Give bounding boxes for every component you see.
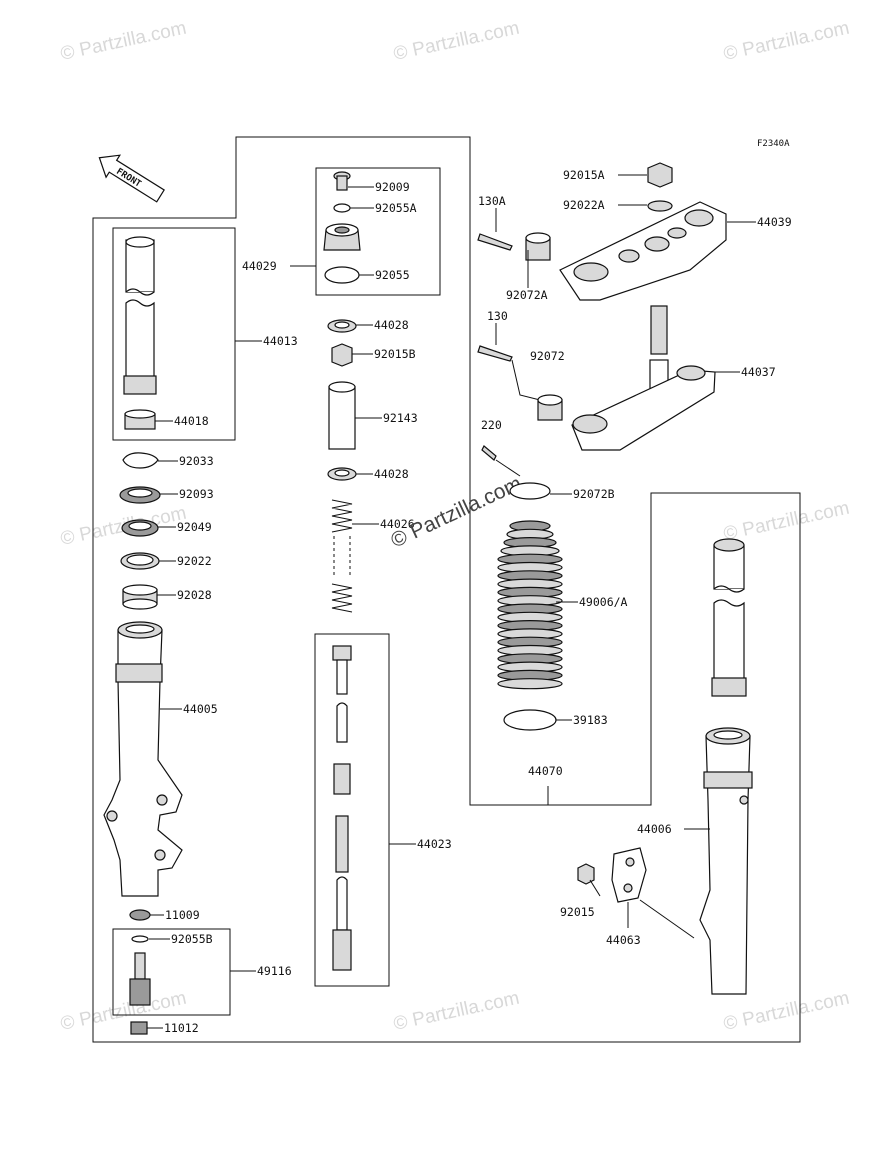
label-92009: 92009 [375,180,410,194]
label-92072A: 92072A [506,288,548,302]
screw-92009-part [333,171,351,191]
label-11012: 11012 [164,1021,199,1035]
box-49116 [112,928,231,1016]
clamp-92072a-part [525,232,551,261]
label-49116: 49116 [257,964,292,978]
bushing-44018-part [124,409,156,430]
center-watermark: © Partzilla.com [387,472,525,553]
fork-boot-part [497,520,563,690]
front-arrow-icon: FRONT [98,154,165,203]
leader [495,459,521,477]
drain-bolt-part [129,952,151,1006]
watermark: © Partzilla.com [59,18,189,65]
label-39183: 39183 [573,713,608,727]
label-44018: 44018 [174,414,209,428]
label-44039: 44039 [757,215,792,229]
label-44037: 44037 [741,365,776,379]
label-92143: 92143 [383,411,418,425]
label-44063: 44063 [606,933,641,947]
outer-tube-left-part [103,621,183,897]
fork-cap-part [323,223,361,251]
oil-seal-part [119,486,161,504]
oring-92055-part [324,266,360,284]
label-44023: 44023 [417,837,452,851]
label-44029: 44029 [242,259,277,273]
label-92015B: 92015B [374,347,416,361]
washer-92022-part [120,552,160,570]
label-44006: 44006 [637,822,672,836]
boot-rib [497,678,563,690]
label-92015A: 92015A [563,168,605,182]
label-92033: 92033 [179,454,214,468]
inner-tube-part [123,236,157,395]
outer-tube-right-part [699,727,753,995]
cap-11012-part [130,1021,148,1035]
bolt-130a-part [477,233,513,251]
label-44026: 44026 [380,517,415,531]
label-92072: 92072 [530,349,565,363]
box-44023 [314,633,390,987]
watermark: © Partzilla.com [722,18,852,65]
bolt-130-part [477,345,513,362]
box-44029 [315,167,441,296]
nut-92015-part [577,863,595,885]
watermark: © Partzilla.com [722,988,852,1035]
nut-92015a-part [647,162,673,188]
spacer-92143-part [328,381,356,450]
label-49006A: 49006/A [579,595,628,609]
leader [511,359,541,401]
label-11009: 11009 [165,908,200,922]
label-92015: 92015 [560,905,595,919]
gasket-11009-part [129,909,151,921]
bushing-92028-part [122,584,158,610]
leader [639,899,695,939]
axle-clamp-44063-part [611,847,647,903]
bolt-220-part [481,445,497,461]
label-92049: 92049 [177,520,212,534]
label-92028: 92028 [177,588,212,602]
diagram-ref-code: F2340A [757,139,790,149]
lower-triple-clamp-part [571,305,716,451]
watermark: © Partzilla.com [722,498,852,545]
label-44013: 44013 [263,334,298,348]
nut-92015b-part [331,343,353,367]
oring-92055a-part [333,203,351,213]
watermark: © Partzilla.com [392,18,522,65]
clamp-39183-part [503,709,557,731]
label-44028b: 44028 [374,467,409,481]
oring-92055b-part [131,935,149,943]
inner-tube-right-part [711,538,747,697]
fork-spring-part [331,499,353,613]
box-44013 [112,227,236,441]
main-outline [92,136,801,1043]
label-92055B: 92055B [171,932,213,946]
clamp-92072-part [537,394,563,421]
watermark: © Partzilla.com [392,988,522,1035]
upper-triple-clamp-part [559,201,727,301]
label-92022A: 92022A [563,198,605,212]
label-92093: 92093 [179,487,214,501]
band-92072b-part [509,482,551,500]
label-44005: 44005 [183,702,218,716]
label-92055A: 92055A [375,201,417,215]
label-92072B: 92072B [573,487,615,501]
label-44070: 44070 [528,764,563,778]
label-92022: 92022 [177,554,212,568]
leader [589,879,601,897]
label-92055: 92055 [375,268,410,282]
label-130A: 130A [478,194,506,208]
washer-92022a-part [647,200,673,212]
damper-rod-part [332,645,352,971]
seal-92049-part [121,519,159,537]
washer-44028b-part [327,467,357,481]
washer-44028-part [327,319,357,333]
circlip-part [122,452,159,469]
label-220: 220 [481,418,502,432]
label-130: 130 [487,309,508,323]
label-44028a: 44028 [374,318,409,332]
